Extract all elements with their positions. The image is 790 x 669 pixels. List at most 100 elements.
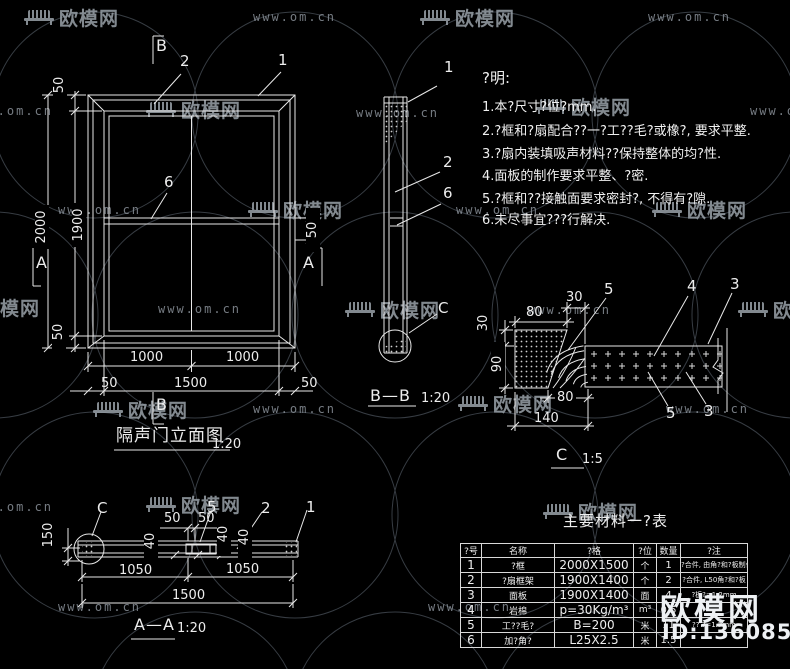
detail-c-label: C	[556, 445, 569, 464]
table-cell: L25X2.5	[554, 632, 634, 648]
table-cell: ?框	[481, 557, 555, 573]
note-line: 4.面板的制作要求平整、?密.	[482, 169, 649, 184]
table-header: 数量	[656, 543, 681, 558]
dim-label: 2000	[34, 205, 49, 249]
table-cell: 米	[633, 617, 657, 633]
table-cell	[680, 632, 748, 648]
callout: 2	[443, 153, 453, 171]
watermark-big-brand: 欧模网	[660, 592, 762, 628]
watermark-id: ID:1360852	[662, 620, 790, 644]
callout: 5	[666, 404, 676, 422]
watermark-logo: 欧模网	[24, 4, 119, 31]
watermark-brand-text: 欧模网	[773, 300, 790, 322]
callout: 5	[604, 280, 614, 298]
watermark-logo: 欧模网	[345, 296, 440, 323]
note-line: 1.本?尺寸?位?mm.	[482, 100, 597, 115]
watermark-brand-text: 欧模网	[181, 495, 242, 517]
watermark-brand-text: 欧模网	[571, 97, 632, 119]
watermark-brand-text: 欧模网	[128, 400, 189, 422]
dim-label: 50	[301, 376, 318, 391]
sofa-icon	[146, 497, 176, 512]
section-bb-label: B—B	[370, 386, 411, 405]
watermark-url: www.om.cn	[253, 402, 337, 416]
dim-label: 30	[476, 301, 491, 345]
watermark-logo: 欧模网	[458, 390, 553, 417]
callout: 6	[443, 184, 453, 202]
table-cell: 个	[633, 557, 657, 573]
table-cell: 1	[460, 557, 482, 573]
table-cell: 工??毛?	[481, 617, 555, 633]
section-mark-a-left: A	[36, 253, 48, 272]
dim-label: 80	[555, 390, 576, 405]
table-row: 1 ?框 2000X1500 个 1 ?合件, 由角?和?板制作	[460, 557, 748, 573]
table-cell: 面板	[481, 587, 555, 603]
table-cell: 个	[633, 572, 657, 588]
sofa-icon	[345, 302, 375, 317]
callout: 1	[306, 498, 316, 516]
sofa-icon	[24, 10, 54, 25]
table-cell: 4	[460, 602, 482, 618]
sofa-icon	[458, 396, 488, 411]
watermark-logo: 欧模网	[0, 294, 40, 321]
notes-heading: ?明:	[482, 69, 511, 87]
watermark-logo: 欧模网	[738, 296, 790, 323]
watermark-logo: 欧模网	[536, 93, 631, 120]
materials-table: ?号 名称 ?格 ?位 数量 ?注 1 ?框 2000X1500 个 1 ?合件…	[460, 543, 748, 648]
table-header: ?注	[680, 543, 748, 558]
watermark-brand-text: 欧模网	[455, 8, 516, 30]
table-cell: 1900X1400	[554, 572, 634, 588]
sofa-icon	[536, 99, 566, 114]
dim-label: 50	[52, 63, 67, 107]
table-row: 2 ?扇框架 1900X1400 个 2 ?合件, L50角?和?板	[460, 572, 748, 588]
dim-label: 90	[490, 342, 505, 386]
table-cell: 1900X1400	[554, 587, 634, 603]
dim-label: 1500	[174, 376, 208, 391]
watermark-url: www.om.cn	[750, 104, 790, 118]
elevation-title: 隔声门立面图	[116, 426, 224, 446]
table-cell: ?扇框架	[481, 572, 555, 588]
dim-label: 50	[164, 511, 181, 526]
watermark-logo: 欧模网	[420, 4, 515, 31]
dim-label: 50	[51, 310, 66, 354]
sofa-icon	[93, 402, 123, 417]
watermark-logo: 欧模网	[146, 491, 241, 518]
dim-label: 140	[534, 411, 559, 426]
detail-c-scale: 1:5	[582, 452, 603, 467]
dim-label: 40	[143, 519, 158, 563]
callout: 2	[261, 499, 271, 517]
watermark-brand-text: 欧模网	[687, 200, 748, 222]
table-row: 6 加?角? L25X2.5 米 1.5	[460, 632, 748, 648]
table-title: 主要材料一?表	[563, 512, 668, 530]
note-line: 3.?扇内装填吸声材料??保持整体的均?性.	[482, 147, 722, 162]
sofa-icon	[543, 504, 573, 519]
callout: 3	[704, 402, 714, 420]
table-row: 3 面板 1900X1400 面 4 ?板?=1.2mm	[460, 587, 748, 603]
table-cell: 2000X1500	[554, 557, 634, 573]
section-bb-scale: 1:20	[421, 391, 451, 406]
watermark-url: www.om.cn	[158, 302, 242, 316]
table-header: ?格	[554, 543, 634, 558]
table-cell: 6	[460, 632, 482, 648]
table-cell: 加?角?	[481, 632, 555, 648]
table-cell: p=30Kg/m³	[554, 602, 634, 618]
dim-label: 50	[305, 208, 320, 252]
note-line: 2.?框和?扇配合??一?工??毛?或橡?, 要求平整.	[482, 124, 751, 139]
table-cell: 面	[633, 587, 657, 603]
dim-label: 50	[101, 376, 118, 391]
dim-label: 80	[526, 305, 543, 320]
watermark-logo: 欧模网	[652, 196, 747, 223]
table-cell: 3	[460, 587, 482, 603]
watermark-url: www.om.cn	[0, 500, 54, 514]
callout: C	[438, 299, 449, 317]
watermark-url: www.om.cn	[456, 203, 540, 217]
watermark-url: www.om.cn	[253, 10, 337, 24]
section-mark-a-right: A	[303, 253, 315, 272]
dim-label: 30	[566, 290, 583, 305]
note-line: 6.未尽事宜???行解决.	[482, 213, 611, 228]
sofa-icon	[652, 202, 682, 217]
callout: 2	[180, 52, 190, 70]
watermark-url: www.om.cn	[528, 303, 612, 317]
dim-label: 1500	[172, 588, 206, 603]
